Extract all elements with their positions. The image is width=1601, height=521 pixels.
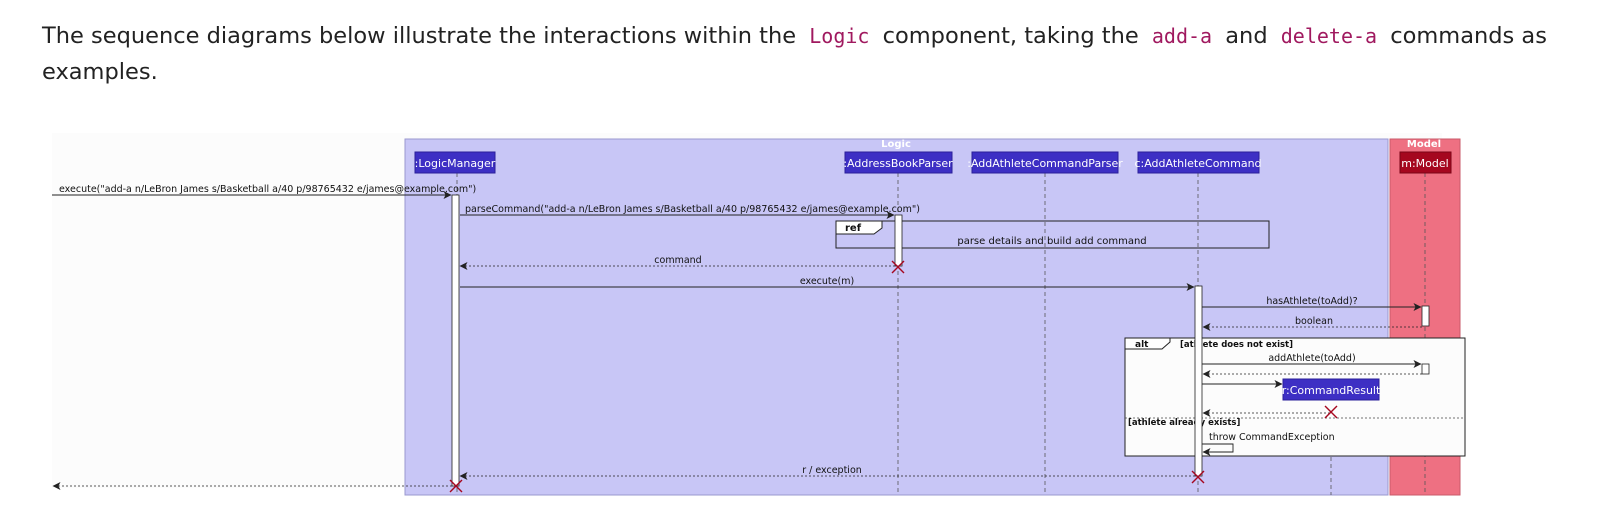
participant-add-athlete-command-parser: :AddAthleteCommandParser	[967, 157, 1123, 170]
msg-throw-exception: throw CommandException	[1209, 432, 1335, 443]
intro-text-3: and	[1225, 23, 1268, 49]
activation-add-athlete-command	[1194, 285, 1203, 477]
participant-address-book-parser: :AddressBookParser	[843, 157, 953, 170]
activation-logic-manager	[451, 194, 460, 487]
intro-paragraph: The sequence diagrams below illustrate t…	[42, 18, 1562, 90]
model-group-label: Model	[1407, 139, 1441, 150]
msg-add-athlete: addAthlete(toAdd)	[1268, 353, 1355, 364]
activation-model-add	[1421, 363, 1430, 375]
participant-logic-manager-box	[414, 151, 496, 174]
participant-command-result: r:CommandResult	[1282, 384, 1381, 397]
participant-model-box	[1399, 151, 1452, 174]
msg-throw-self-arrow	[1202, 443, 1234, 456]
participant-add-athlete-command-box	[1137, 151, 1260, 174]
activation-model-has	[1421, 305, 1430, 327]
participant-logic-manager: :LogicManager	[415, 157, 496, 170]
alt-label: alt	[1135, 340, 1149, 350]
msg-r-exception: r / exception	[802, 465, 862, 476]
participant-add-athlete-command-parser-box	[971, 151, 1119, 174]
destroy-command-result	[1324, 405, 1338, 419]
intro-text-2: component, taking the	[882, 23, 1139, 49]
participant-command-result-box	[1282, 378, 1380, 401]
activation-address-book-parser	[894, 214, 903, 267]
alt-guard-2: [athlete already exists]	[1128, 418, 1240, 428]
participant-add-athlete-command: c:AddAthleteCommand	[1134, 157, 1261, 170]
intro-text-1: The sequence diagrams below illustrate t…	[42, 23, 797, 49]
msg-parse-command: parseCommand("add-a n/LeBron James s/Bas…	[465, 204, 920, 215]
logic-code: Logic	[809, 24, 870, 48]
msg-has-athlete: hasAthlete(toAdd)?	[1266, 296, 1357, 307]
msg-execute-m: execute(m)	[800, 276, 854, 287]
destroy-add-athlete-command	[1191, 470, 1205, 484]
participant-model: m:Model	[1401, 157, 1448, 170]
msg-execute-input: execute("add-a n/LeBron James s/Basketba…	[59, 184, 476, 195]
destroy-address-book-parser	[891, 260, 905, 274]
ref-fragment-tab	[835, 220, 883, 235]
intro-text-4: commands as examples.	[42, 23, 1547, 85]
ref-label: ref	[845, 223, 862, 234]
destroy-logic-manager	[449, 479, 463, 493]
delete-a-code: delete-a	[1280, 24, 1378, 48]
alt-guard-1: [athlete does not exist]	[1180, 340, 1293, 350]
ref-text: parse details and build add command	[957, 236, 1146, 247]
logic-group-label: Logic	[881, 139, 911, 150]
participant-address-book-parser-box	[844, 151, 953, 174]
alt-fragment-tab	[1124, 337, 1171, 350]
msg-boolean-return: boolean	[1295, 316, 1333, 327]
add-a-code: add-a	[1151, 24, 1213, 48]
msg-command-return: command	[654, 255, 701, 266]
